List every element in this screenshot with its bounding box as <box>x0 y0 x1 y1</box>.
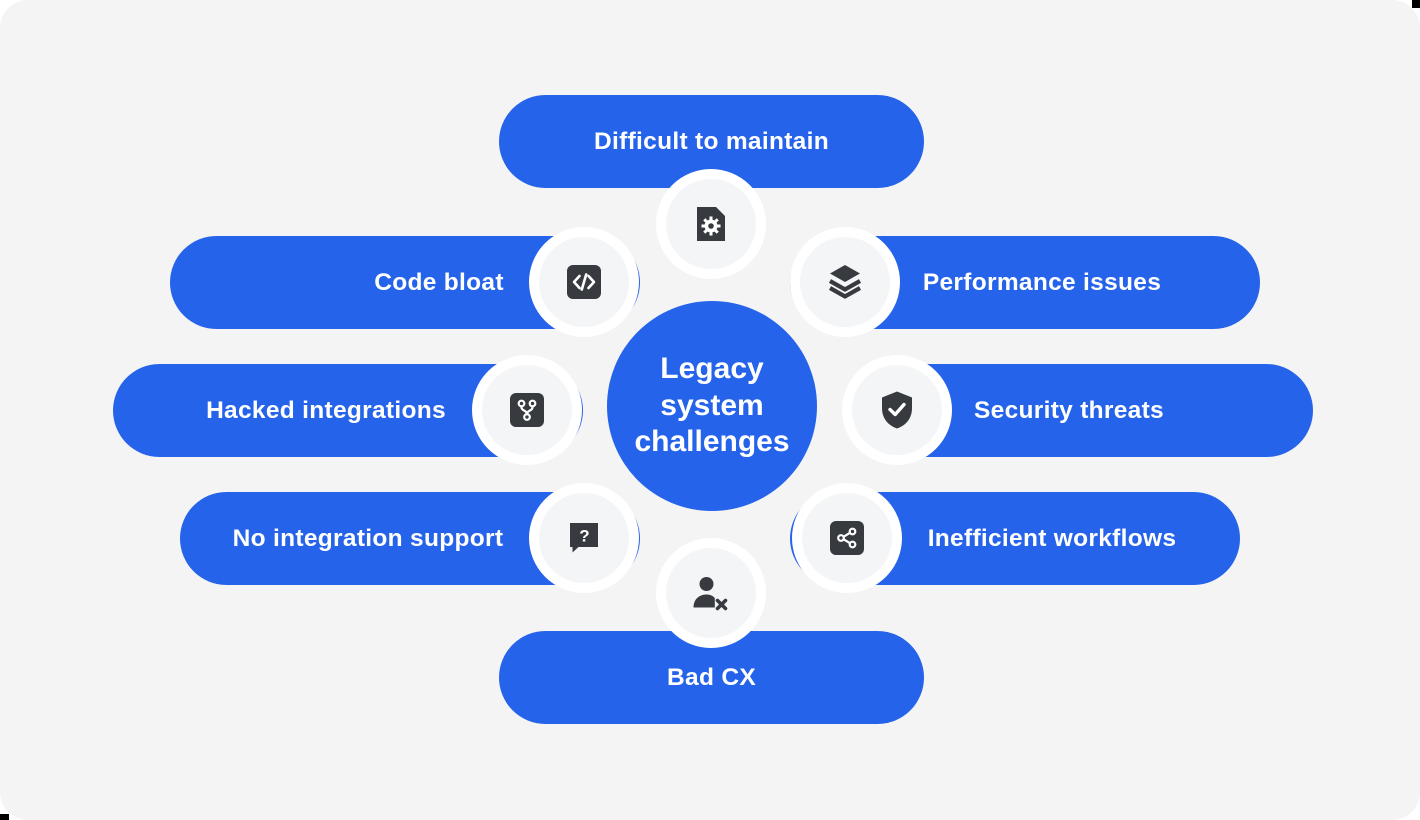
badge-security-threats <box>842 355 952 465</box>
badge-inefficient-workflows <box>792 483 902 593</box>
pill-label: Security threats <box>974 396 1164 424</box>
center-line: Legacy <box>660 352 764 386</box>
center-line: challenges <box>634 425 790 459</box>
badge-bad-cx <box>656 538 766 648</box>
badge-code-bloat <box>529 227 639 337</box>
pill-label: Hacked integrations <box>206 396 446 424</box>
center-topic: Legacy system challenges <box>607 301 817 511</box>
corner-artifact-top-right <box>1412 0 1420 8</box>
user-x-icon <box>693 577 728 611</box>
badge-difficult-to-maintain <box>656 169 766 279</box>
document-gear-icon <box>697 207 725 241</box>
question-bubble-icon: ? <box>570 523 598 553</box>
badge-performance-issues <box>790 227 900 337</box>
badge-no-integration-support: ? <box>529 483 639 593</box>
badge-hacked-integrations <box>472 355 582 465</box>
git-branch-icon <box>510 393 544 427</box>
corner-artifact-bottom-left <box>0 814 9 820</box>
code-brackets-icon <box>567 265 601 299</box>
pill-label: Performance issues <box>922 268 1162 296</box>
pill-label: Difficult to maintain <box>594 127 829 155</box>
pill-label: Bad CX <box>667 663 756 691</box>
svg-text:?: ? <box>579 527 589 546</box>
pill-label: No integration support <box>232 524 504 552</box>
center-line: system <box>660 388 764 422</box>
layers-icon <box>828 265 862 299</box>
share-nodes-icon <box>830 521 864 555</box>
shield-check-icon <box>882 391 912 429</box>
pill-label: Inefficient workflows <box>927 524 1177 552</box>
pill-label: Code bloat <box>374 268 504 296</box>
